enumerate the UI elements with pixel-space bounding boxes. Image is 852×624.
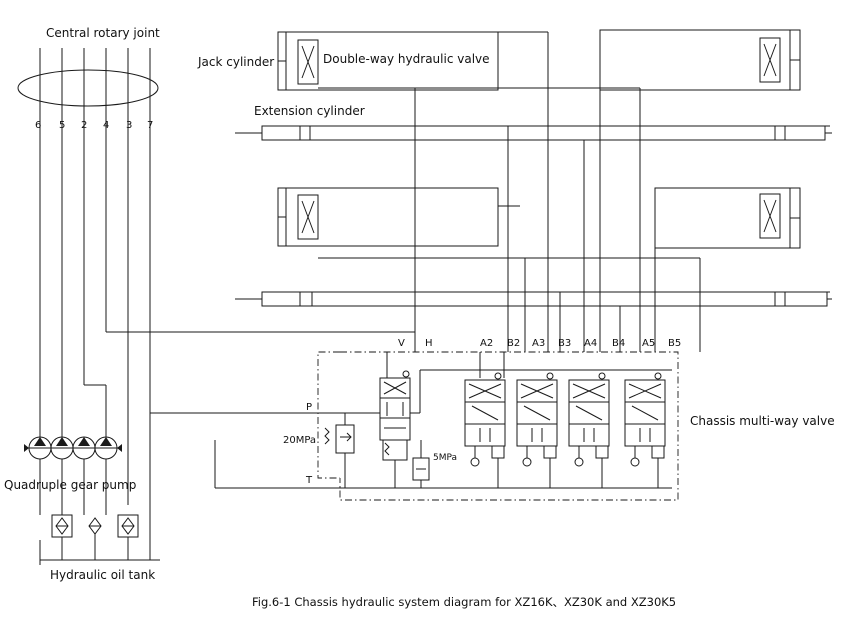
valve-port-label: B5	[668, 338, 681, 349]
valve-port-label: B2	[507, 338, 520, 349]
port-t-label: T	[305, 475, 313, 486]
chassis-multiway-valve: Chassis multi-way valve V H A2 B2 A3 B3 …	[150, 338, 835, 501]
central-rotary-joint: Central rotary joint 6 5 2 4 3 7	[17, 26, 160, 560]
relief-5-label: 5MPa	[433, 453, 457, 463]
central-rotary-joint-label: Central rotary joint	[46, 26, 160, 40]
jack-cylinder-left: Jack cylinder Double-way hydraulic valve	[197, 31, 499, 91]
extension-cylinder-right-2	[774, 291, 832, 307]
valve-section-a4b4	[568, 372, 610, 488]
hydraulic-oil-tank-label: Hydraulic oil tank	[50, 568, 155, 582]
port-p-label: P	[306, 402, 312, 413]
extension-cylinder-left-2	[235, 291, 313, 307]
relief-valve-5mpa: 5MPa	[412, 440, 457, 488]
valve-port-label: A3	[532, 338, 545, 349]
figure-caption: Fig.6-1 Chassis hydraulic system diagram…	[252, 595, 676, 609]
joint-port-label: 2	[81, 120, 87, 131]
joint-port-label: 3	[126, 120, 132, 131]
extension-cylinder-right	[774, 125, 832, 141]
joint-port-label: 4	[103, 120, 109, 131]
jack-cylinder-right-2	[654, 187, 801, 249]
rotary-joint-ellipse	[17, 69, 159, 107]
joint-port-label: 7	[147, 120, 153, 131]
valve-port-label: B3	[558, 338, 571, 349]
relief-valve-20mpa: 20MPa	[283, 413, 355, 488]
chassis-multiway-valve-label: Chassis multi-way valve	[690, 414, 835, 428]
hydraulic-oil-tank: Hydraulic oil tank	[40, 514, 160, 582]
extension-cylinder-label: Extension cylinder	[254, 104, 365, 118]
relief-20-label: 20MPa	[283, 435, 316, 446]
quadruple-gear-pump: Quadruple gear pump	[4, 436, 136, 515]
valve-port-label: V	[398, 338, 405, 349]
valve-port-label: H	[425, 338, 433, 349]
jack-cylinder-right	[599, 29, 801, 91]
quadruple-gear-pump-label: Quadruple gear pump	[4, 478, 136, 492]
jack-cylinder-label: Jack cylinder	[197, 55, 274, 69]
valve-section-a5b5	[624, 372, 666, 488]
valve-section-a2b2	[464, 352, 506, 488]
double-way-valve-label: Double-way hydraulic valve	[323, 52, 490, 66]
jack-cylinder-left-2	[277, 187, 499, 247]
valve-section-a3b3	[516, 372, 558, 488]
joint-port-label: 5	[59, 120, 65, 131]
joint-port-label: 6	[35, 120, 41, 131]
directional-valve-vh	[379, 352, 411, 488]
valve-port-label: A5	[642, 338, 655, 349]
valve-port-label: B4	[612, 338, 625, 349]
extension-cylinder-left	[235, 125, 311, 141]
valve-port-label: A4	[584, 338, 597, 349]
valve-port-label: A2	[480, 338, 493, 349]
